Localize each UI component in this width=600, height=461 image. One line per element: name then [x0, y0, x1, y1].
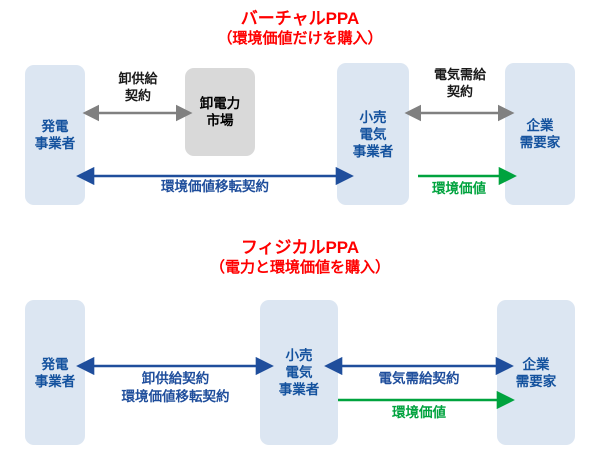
arrow-supply-and-transfer-physical	[76, 356, 274, 376]
box-generator-physical: 発電 事業者	[25, 300, 85, 445]
label-power-demand-physical: 電気需給契約	[378, 371, 460, 386]
arrow-wholesale-supply-virtual	[82, 104, 193, 122]
virtual-ppa-title-sub: （環境価値だけを購入）	[217, 30, 383, 47]
arrow-env-value-virtual	[412, 166, 517, 186]
box-corporate-physical: 企業 需要家	[497, 300, 575, 445]
label-env-value-virtual: 環境価値	[432, 181, 486, 196]
arrow-env-value-physical	[332, 390, 515, 410]
label-supply-and-transfer-physical: 卸供給契約 環境価値移転契約	[121, 371, 230, 404]
arrow-power-demand-virtual	[404, 104, 515, 122]
physical-ppa-title-main: フィジカルPPA	[240, 238, 360, 257]
virtual-ppa-title: バーチャルPPA （環境価値だけを購入）	[0, 8, 600, 49]
box-corporate-virtual: 企業 需要家	[505, 63, 575, 205]
arrow-env-value-transfer-virtual	[76, 166, 354, 186]
virtual-ppa-title-main: バーチャルPPA	[240, 9, 360, 28]
box-retailer-virtual: 小売 電気 事業者	[337, 63, 409, 205]
box-retailer-physical: 小売 電気 事業者	[260, 300, 338, 445]
physical-ppa-title-sub: （電力と環境価値を購入）	[209, 259, 390, 276]
label-power-demand-virtual: 電気需給 契約	[433, 67, 486, 99]
physical-ppa-title: フィジカルPPA （電力と環境価値を購入）	[0, 237, 600, 278]
label-env-value-transfer-virtual: 環境価値移転契約	[161, 179, 269, 194]
label-env-value-physical: 環境価値	[392, 405, 446, 420]
box-generator-virtual: 発電 事業者	[25, 65, 85, 205]
arrow-power-demand-physical	[324, 356, 514, 376]
box-wholesale-market-virtual: 卸電力 市場	[185, 68, 255, 156]
label-wholesale-supply-virtual: 卸供給 契約	[118, 71, 158, 103]
